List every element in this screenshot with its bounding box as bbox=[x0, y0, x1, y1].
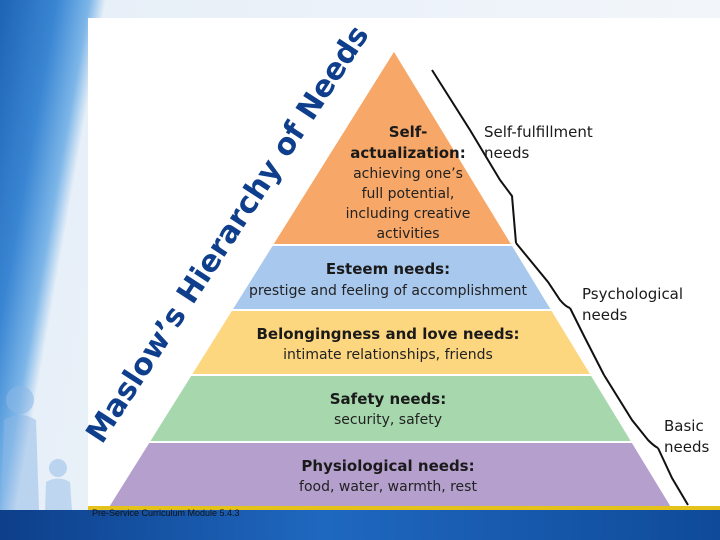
footer-text: Pre-Service Curriculum Module 5.4.3 bbox=[92, 508, 240, 518]
group-brackets bbox=[431, 69, 689, 506]
level-esteem-title: Esteem needs: bbox=[326, 260, 450, 278]
level-esteem: Esteem needs: prestige and feeling of acc… bbox=[229, 244, 554, 311]
bracket-self-fulfillment bbox=[431, 69, 517, 244]
level-self-actualization-description: achieving one’s bbox=[353, 166, 463, 182]
level-safety-band bbox=[146, 374, 635, 443]
bracket-psychological bbox=[515, 242, 605, 376]
svg-text:Self-fulfillment: Self-fulfillment bbox=[484, 123, 593, 141]
level-self-actualization-description: activities bbox=[376, 226, 439, 242]
level-self-actualization-title: Self- bbox=[389, 123, 428, 141]
footer-bar bbox=[0, 510, 720, 540]
svg-text:needs: needs bbox=[484, 144, 529, 162]
group-label-basic: Basic needs bbox=[664, 417, 709, 456]
level-belonging-title: Belongingness and love needs: bbox=[256, 325, 519, 343]
svg-text:needs: needs bbox=[664, 438, 709, 456]
group-label-psychological: Psychological needs bbox=[582, 285, 683, 324]
level-self-actualization-description: full potential, bbox=[362, 186, 455, 202]
level-safety-title: Safety needs: bbox=[330, 390, 446, 408]
svg-text:Basic: Basic bbox=[664, 417, 704, 435]
level-belonging: Belongingness and love needs: intimate re… bbox=[188, 309, 594, 376]
footer-accent-line bbox=[88, 506, 720, 510]
bracket-basic bbox=[603, 374, 689, 506]
level-safety: Safety needs: security, safety bbox=[146, 374, 635, 443]
level-safety-description: security, safety bbox=[334, 412, 442, 428]
level-self-actualization-description: including creative bbox=[346, 206, 471, 222]
level-self-actualization-title: actualization: bbox=[350, 144, 465, 162]
level-physiological: Physiological needs: food, water, warmth,… bbox=[106, 441, 674, 508]
level-physiological-description: food, water, warmth, rest bbox=[299, 479, 477, 495]
svg-text:needs: needs bbox=[582, 306, 627, 324]
svg-text:Psychological: Psychological bbox=[582, 285, 683, 303]
level-esteem-description: prestige and feeling of accomplishment bbox=[249, 283, 528, 299]
group-label-self-fulfillment: Self-fulfillment needs bbox=[484, 123, 593, 162]
level-belonging-description: intimate relationships, friends bbox=[283, 347, 493, 363]
level-physiological-title: Physiological needs: bbox=[301, 457, 474, 475]
